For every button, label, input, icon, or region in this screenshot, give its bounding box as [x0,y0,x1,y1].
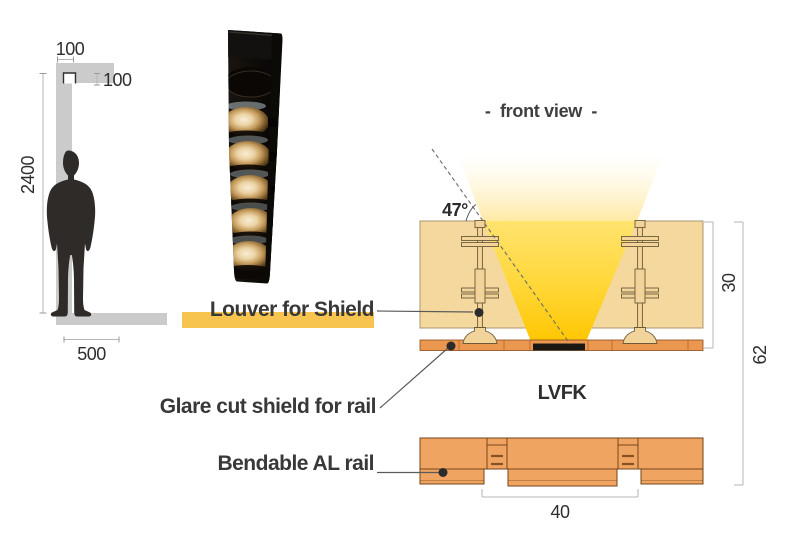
front-view-section: 47° LVFK [419,148,770,522]
louver-label-highlight [182,312,374,328]
dim-text-100-top: 100 [56,39,85,59]
dim-text-2400: 2400 [18,155,38,194]
louver-scoop [228,67,278,97]
light-beam-spill [457,152,664,221]
dim-bracket-30 [704,221,714,349]
louver-blade [228,265,273,279]
rail-slot-left [486,438,508,469]
reflector-sliver [231,202,271,212]
callout-louver-shield: Louver for Shield [209,298,375,321]
reflector-sliver [228,101,266,111]
rail-body [419,437,704,470]
glow-cell [228,107,269,137]
dim-text-500: 500 [77,344,106,364]
track-channel-notch [62,72,77,84]
module-label: LVFK [538,382,588,404]
rail-tab [271,186,280,195]
leader-dot-glare [446,341,456,351]
glow-cell [228,208,274,238]
reflector-sliver [228,135,268,145]
louver-blade [228,231,276,244]
light-beam [483,221,637,341]
dim-bracket-62 [734,221,744,486]
front-view-title: - front view - [484,101,598,121]
dim-text-30: 30 [719,273,739,293]
fixture-top-cap [228,30,281,60]
fixture-photo [228,30,283,284]
cutoff-angle-line [431,148,571,345]
scale-elevation: 2400 100 100 500 [18,39,167,364]
leader-dot-louver [474,308,484,317]
rail-tab [268,118,277,127]
reflector-sliver [230,169,270,179]
angle-label: 47° [442,200,468,220]
leader-louver [376,310,474,313]
cap-sheen [228,31,281,37]
dim-text-40: 40 [550,502,570,522]
dim-text-62: 62 [750,345,770,365]
glow-cell [228,241,272,271]
callout-leaders [376,308,484,477]
glow-cell [228,141,271,171]
fixture-details [228,30,282,283]
glow-cell [228,175,273,205]
reflector-sliver [229,235,269,245]
rail-lip-left [419,468,485,485]
louver-blade [228,164,273,177]
bendable-rail [419,437,704,487]
rail-lip-right [640,468,704,485]
light-aperture [533,343,585,351]
rail-tab [270,152,279,161]
rail-tab [272,219,281,228]
callout-al-rail: Bendable AL rail [217,452,374,475]
dim-bracket-40 [481,489,639,498]
angle-arc [465,204,477,222]
callout-glare-shield: Glare cut shield for rail [159,395,377,418]
louver-blade [228,130,271,143]
louver-blade [228,198,275,211]
leader-glare [379,347,449,409]
shield-joints [458,340,689,351]
person-silhouette [46,150,96,317]
leader-dot-rail [438,468,448,477]
rail-slot-right [617,438,639,469]
rail-lip-middle [507,468,618,487]
dim-text-100-right: 100 [103,70,132,90]
